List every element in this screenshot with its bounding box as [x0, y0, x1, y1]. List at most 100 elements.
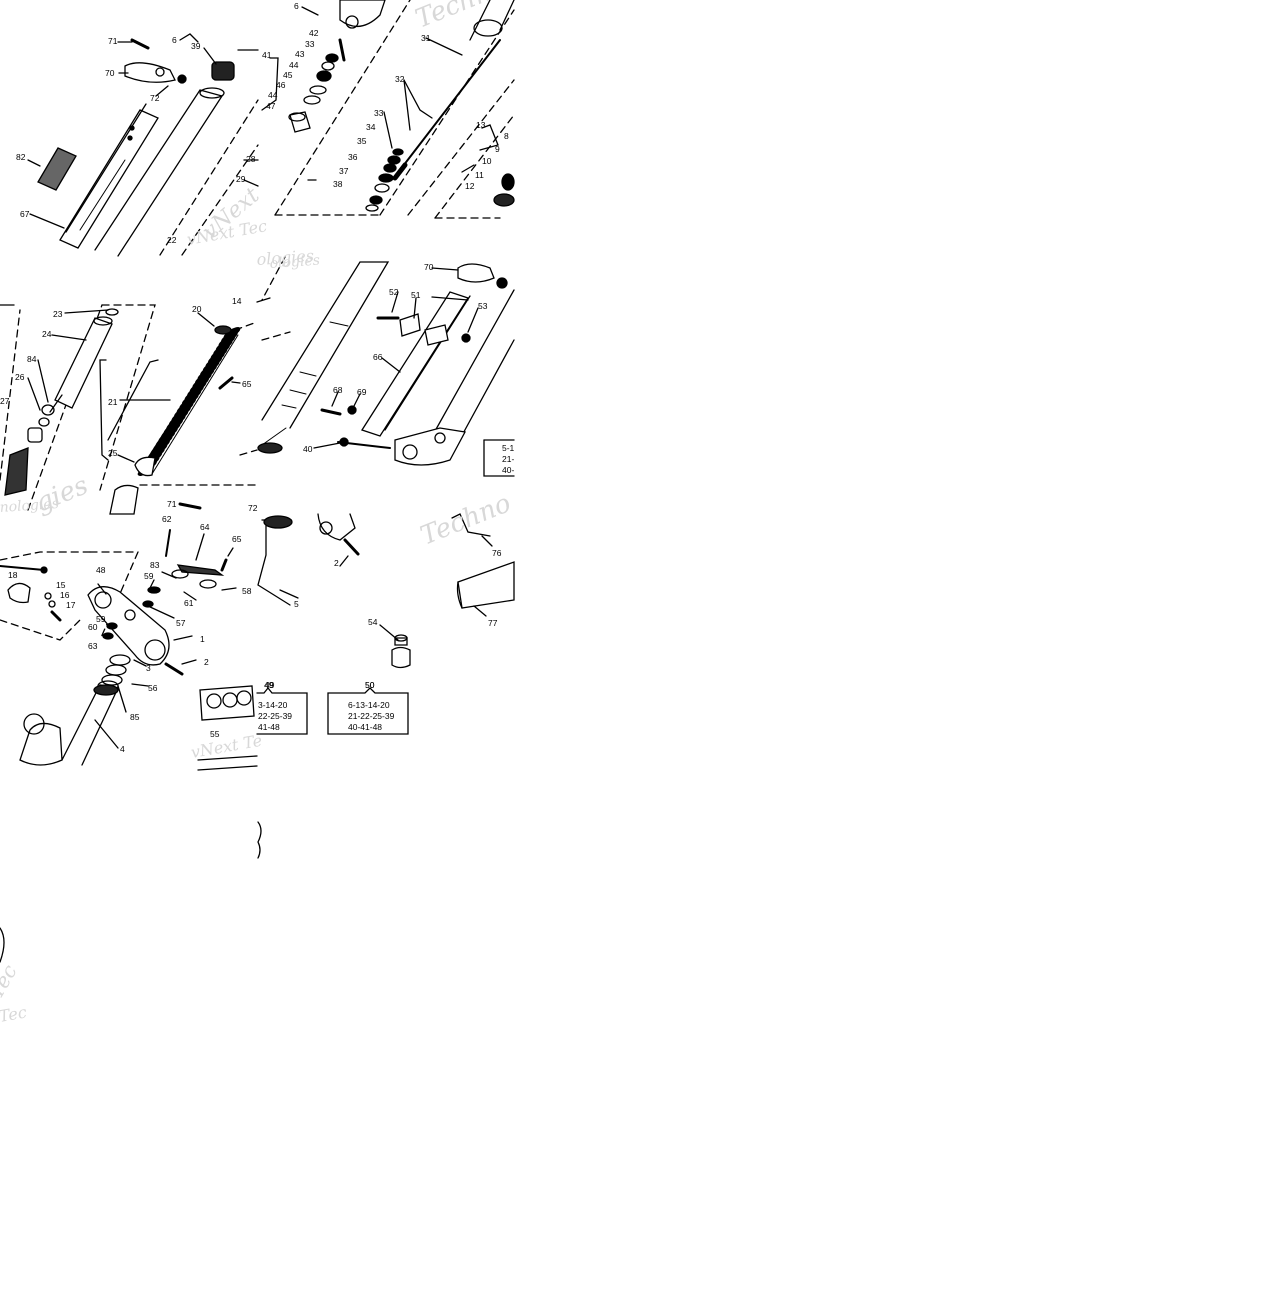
callout-45: 45 — [283, 70, 293, 80]
callout-65: 65 — [242, 379, 252, 389]
callout-31: 31 — [421, 33, 431, 43]
callout-61: 61 — [184, 598, 194, 608]
callout-6: 6 — [294, 1, 299, 11]
watermark-fragment: gies — [31, 471, 92, 519]
callout-48: 48 — [96, 565, 106, 575]
callout-13: 13 — [476, 120, 486, 130]
kit-50-title: 50 — [365, 680, 375, 690]
callout-60: 60 — [88, 622, 98, 632]
callout-21: 21 — [108, 397, 118, 407]
callout-53: 53 — [478, 301, 488, 311]
watermark-fragment: Tec — [0, 960, 22, 1002]
callout-29: 29 — [236, 174, 246, 184]
kit-labels: 49 3-14-20 22-25-39 41-48 50 6-13-14-20 … — [258, 443, 515, 732]
callout-40: 40 — [303, 444, 313, 454]
kit-50-line-2: 21-22-25-39 — [348, 711, 395, 721]
callout-14: 14 — [232, 296, 242, 306]
watermark-fragment: nologies — [0, 496, 59, 516]
callout-51: 51 — [411, 290, 421, 300]
callout-59: 59 — [96, 614, 106, 624]
callout-84: 84 — [27, 354, 37, 364]
kit-49-line-2: 22-25-39 — [258, 711, 292, 721]
callout-63: 63 — [88, 641, 98, 651]
diagram-linework — [0, 0, 515, 963]
watermark-fragment: vNext Te — [189, 731, 263, 762]
callout-24: 24 — [42, 329, 52, 339]
kit-50-line-1: 6-13-14-20 — [348, 700, 390, 710]
callout-8: 8 — [504, 131, 509, 141]
callout-56: 56 — [148, 683, 158, 693]
callout-26: 26 — [15, 372, 25, 382]
callout-34: 34 — [366, 122, 376, 132]
callout-57: 57 — [176, 618, 186, 628]
callout-69: 69 — [357, 387, 367, 397]
kit-50-line-3: 40-41-48 — [348, 722, 382, 732]
callout-33: 33 — [374, 108, 384, 118]
callout-16: 16 — [60, 590, 70, 600]
callout-25: 25 — [108, 448, 118, 458]
callout-71: 71 — [167, 499, 177, 509]
callout-20: 20 — [192, 304, 202, 314]
watermark-fragment: Tec — [0, 1002, 28, 1026]
callout-41: 41 — [262, 50, 272, 60]
callout-1: 1 — [200, 634, 205, 644]
callout-42: 42 — [309, 28, 319, 38]
callout-72: 72 — [150, 93, 160, 103]
kit-49-line-3: 41-48 — [258, 722, 280, 732]
callout-23: 23 — [53, 309, 63, 319]
callout-67: 67 — [20, 209, 30, 219]
callout-35: 35 — [357, 136, 367, 146]
callout-62: 62 — [162, 514, 172, 524]
callout-59: 59 — [144, 571, 154, 581]
callout-70: 70 — [105, 68, 115, 78]
callout-11: 11 — [475, 170, 484, 180]
callout-17: 17 — [66, 600, 76, 610]
callout-49: 49 — [264, 680, 274, 690]
watermark-layer: Techno vNext Tec ologies vNext Techno no… — [0, 0, 515, 1026]
callout-47: 47 — [266, 101, 276, 111]
callout-43: 43 — [295, 49, 305, 59]
watermark-fragment: Techno — [411, 0, 510, 34]
callout-22: 22 — [167, 235, 177, 245]
callout-12: 12 — [465, 181, 475, 191]
callout-33: 33 — [305, 39, 315, 49]
callout-83: 83 — [150, 560, 160, 570]
callout-39: 39 — [191, 41, 201, 51]
watermark-fragment: ologies — [256, 246, 315, 269]
callout-3: 3 — [146, 663, 151, 673]
callout-64: 64 — [200, 522, 210, 532]
kit-partial-line-1: 5-1 — [502, 443, 515, 453]
callout-85: 85 — [130, 712, 140, 722]
callout-72: 72 — [248, 503, 258, 513]
kit-partial-line-3: 40- — [502, 465, 514, 475]
callout-38: 38 — [333, 179, 343, 189]
callout-66: 66 — [373, 352, 383, 362]
callout-2: 2 — [204, 657, 209, 667]
kit-partial-line-2: 21- — [502, 454, 514, 464]
callout-52: 52 — [389, 287, 399, 297]
watermark-fragment: Techno — [416, 488, 515, 551]
callout-32: 32 — [395, 74, 405, 84]
callout-15: 15 — [56, 580, 66, 590]
callout-44: 44 — [289, 60, 299, 70]
callout-9: 9 — [495, 144, 500, 154]
callout-46: 46 — [276, 80, 286, 90]
callout-44: 44 — [268, 90, 278, 100]
watermark-fragment: ologies — [269, 253, 320, 272]
callout-82: 82 — [16, 152, 26, 162]
callout-54: 54 — [368, 617, 378, 627]
callout-71: 71 — [108, 36, 118, 46]
callout-50: 50 — [365, 680, 375, 690]
callout-55: 55 — [210, 729, 220, 739]
callout-6: 6 — [172, 35, 177, 45]
callout-4: 4 — [120, 744, 125, 754]
callout-37: 37 — [339, 166, 349, 176]
callout-5: 5 — [294, 599, 299, 609]
callout-76: 76 — [492, 548, 502, 558]
callout-70: 70 — [424, 262, 434, 272]
callout-layer: 1223456689101112131415161718202122232425… — [0, 1, 509, 754]
kit-49-title: 49 — [265, 680, 275, 690]
callout-68: 68 — [333, 385, 343, 395]
callout-27: 27 — [0, 396, 10, 406]
